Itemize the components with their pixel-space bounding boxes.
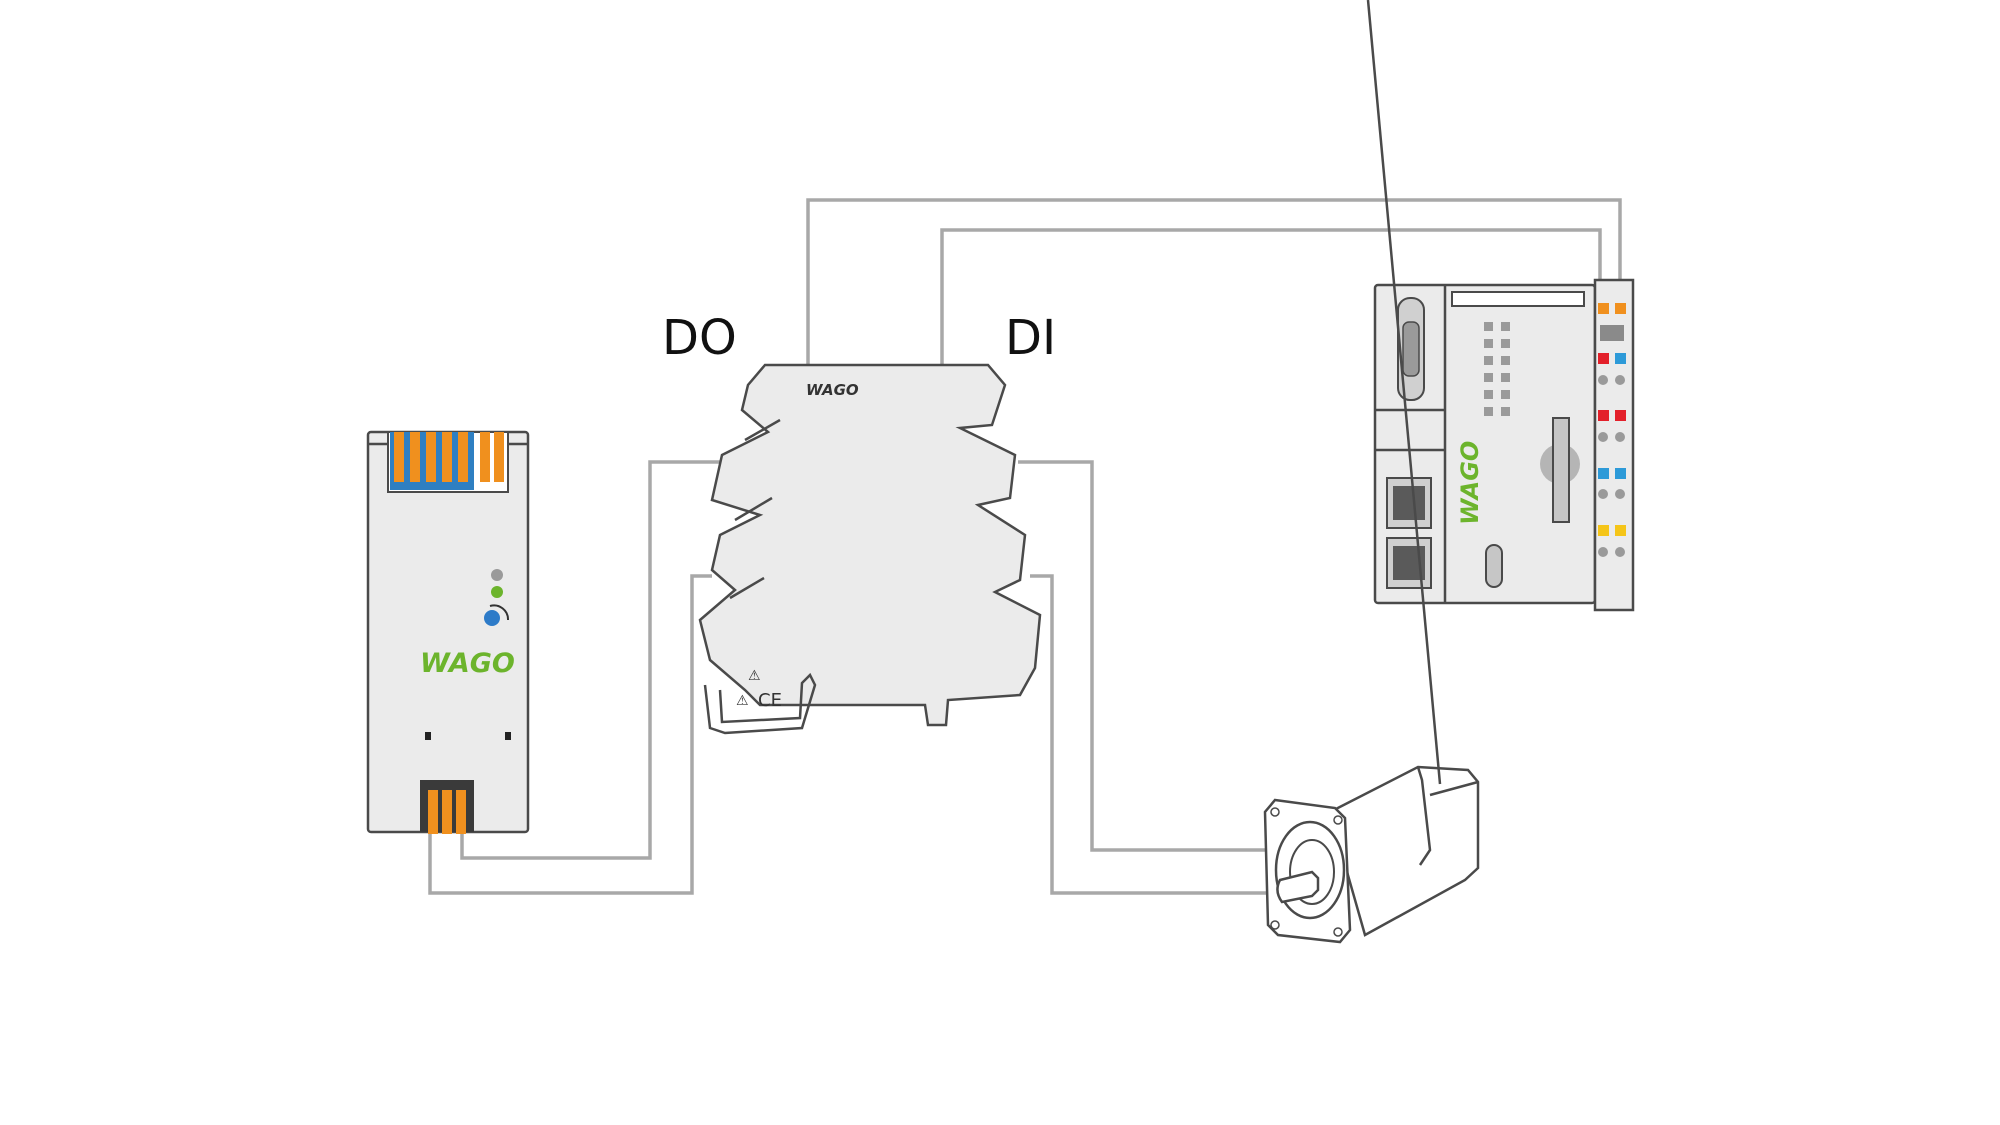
servo-motor-icon	[1263, 0, 1480, 944]
wire-relay-to-motor-2	[1030, 574, 1270, 895]
relay-module-icon: WAGO ⚠ ⚠ CE	[698, 363, 1042, 735]
wire-relay-to-motor-1	[1018, 460, 1270, 852]
relay-ce-mark: CE	[758, 690, 782, 711]
plc-controller-icon: WAGO	[1373, 278, 1635, 612]
plc-led-grid	[1484, 322, 1510, 416]
wire-relay-do-to-plc	[806, 198, 1622, 365]
power-supply-brand-logo: WAGO	[420, 648, 515, 679]
wire-relay-di-to-plc	[940, 228, 1602, 365]
wire-psu-to-relay-1	[460, 460, 722, 860]
power-supply-icon: WAGO	[366, 430, 530, 834]
relay-esd-symbol: ⚠	[736, 693, 749, 709]
plc-mode-switch	[1485, 544, 1503, 588]
servo-motor-shaft	[1276, 870, 1320, 904]
power-supply-led-gray	[491, 569, 503, 581]
servo-motor-housing	[1328, 765, 1480, 937]
power-supply-led-green	[491, 586, 503, 598]
relay-brand-logo: WAGO	[806, 381, 859, 399]
relay-din-clip	[703, 672, 817, 735]
plc-brand-logo: WAGO	[1456, 441, 1484, 525]
do-label: DO	[662, 310, 737, 366]
relay-module-body	[698, 363, 1042, 727]
wire-psu-to-relay-2	[428, 574, 712, 895]
power-supply-potentiometer	[484, 610, 500, 626]
wires	[428, 198, 1622, 895]
relay-warning-symbol: ⚠	[748, 668, 761, 684]
di-label: DI	[1005, 310, 1056, 366]
plc-memory-card-slot	[1552, 417, 1570, 523]
